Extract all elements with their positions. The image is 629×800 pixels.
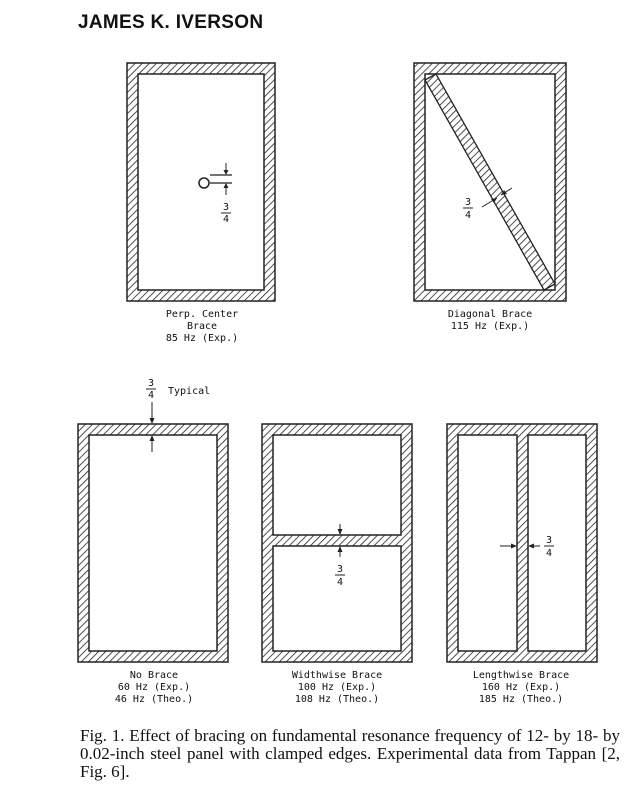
panel-diagonal-brace: 3 4 Diagonal Brace 115 Hz (Exp.) — [413, 62, 567, 332]
length-dim-numerator: 3 — [546, 535, 552, 546]
figure-caption: Fig. 1. Effect of bracing on fundamental… — [80, 726, 620, 781]
none-label-line1: No Brace — [130, 670, 178, 681]
diag-label-line1: Diagonal Brace — [448, 309, 532, 320]
perp-label-line3: 85 Hz (Exp.) — [166, 333, 238, 344]
width-dim-numerator: 3 — [337, 564, 343, 575]
typical-dim-numerator: 3 — [148, 378, 154, 389]
none-label-line3: 46 Hz (Theo.) — [115, 694, 193, 705]
author-name: JAMES K. IVERSON — [78, 12, 264, 33]
panel-no-brace: 3 4 Typical No Brace 60 Hz (Exp.) 46 Hz … — [77, 378, 229, 705]
none-label-line2: 60 Hz (Exp.) — [118, 682, 190, 693]
center-brace-marker — [198, 177, 210, 189]
diag-dim-denominator: 4 — [465, 210, 471, 221]
panel-perp-center-brace: 3 4 Perp. Center Brace 85 Hz (Exp.) — [126, 62, 276, 344]
width-dim-denominator: 4 — [337, 577, 343, 588]
perp-label-line2: Brace — [187, 321, 217, 332]
length-dim-denominator: 4 — [546, 548, 552, 559]
panel-widthwise-brace: 3 4 Widthwise Brace 100 Hz (Exp.) 108 Hz… — [261, 423, 413, 705]
perp-label-line1: Perp. Center — [166, 309, 238, 320]
diag-label-line2: 115 Hz (Exp.) — [451, 321, 529, 332]
typical-dim-denominator: 4 — [148, 390, 154, 401]
length-label-line1: Lengthwise Brace — [473, 670, 569, 681]
diagonal-brace-bar — [424, 73, 556, 291]
panel-lengthwise-brace: 3 4 Lengthwise Brace 160 Hz (Exp.) 185 H… — [446, 423, 598, 705]
width-label-line3: 108 Hz (Theo.) — [295, 694, 379, 705]
diag-dim-numerator: 3 — [465, 197, 471, 208]
width-label-line1: Widthwise Brace — [292, 670, 382, 681]
perp-dim-numerator: 3 — [223, 202, 229, 213]
typical-label: Typical — [168, 386, 210, 397]
length-label-line3: 185 Hz (Theo.) — [479, 694, 563, 705]
perp-dim-denominator: 4 — [223, 214, 229, 225]
length-label-line2: 160 Hz (Exp.) — [482, 682, 560, 693]
width-label-line2: 100 Hz (Exp.) — [298, 682, 376, 693]
